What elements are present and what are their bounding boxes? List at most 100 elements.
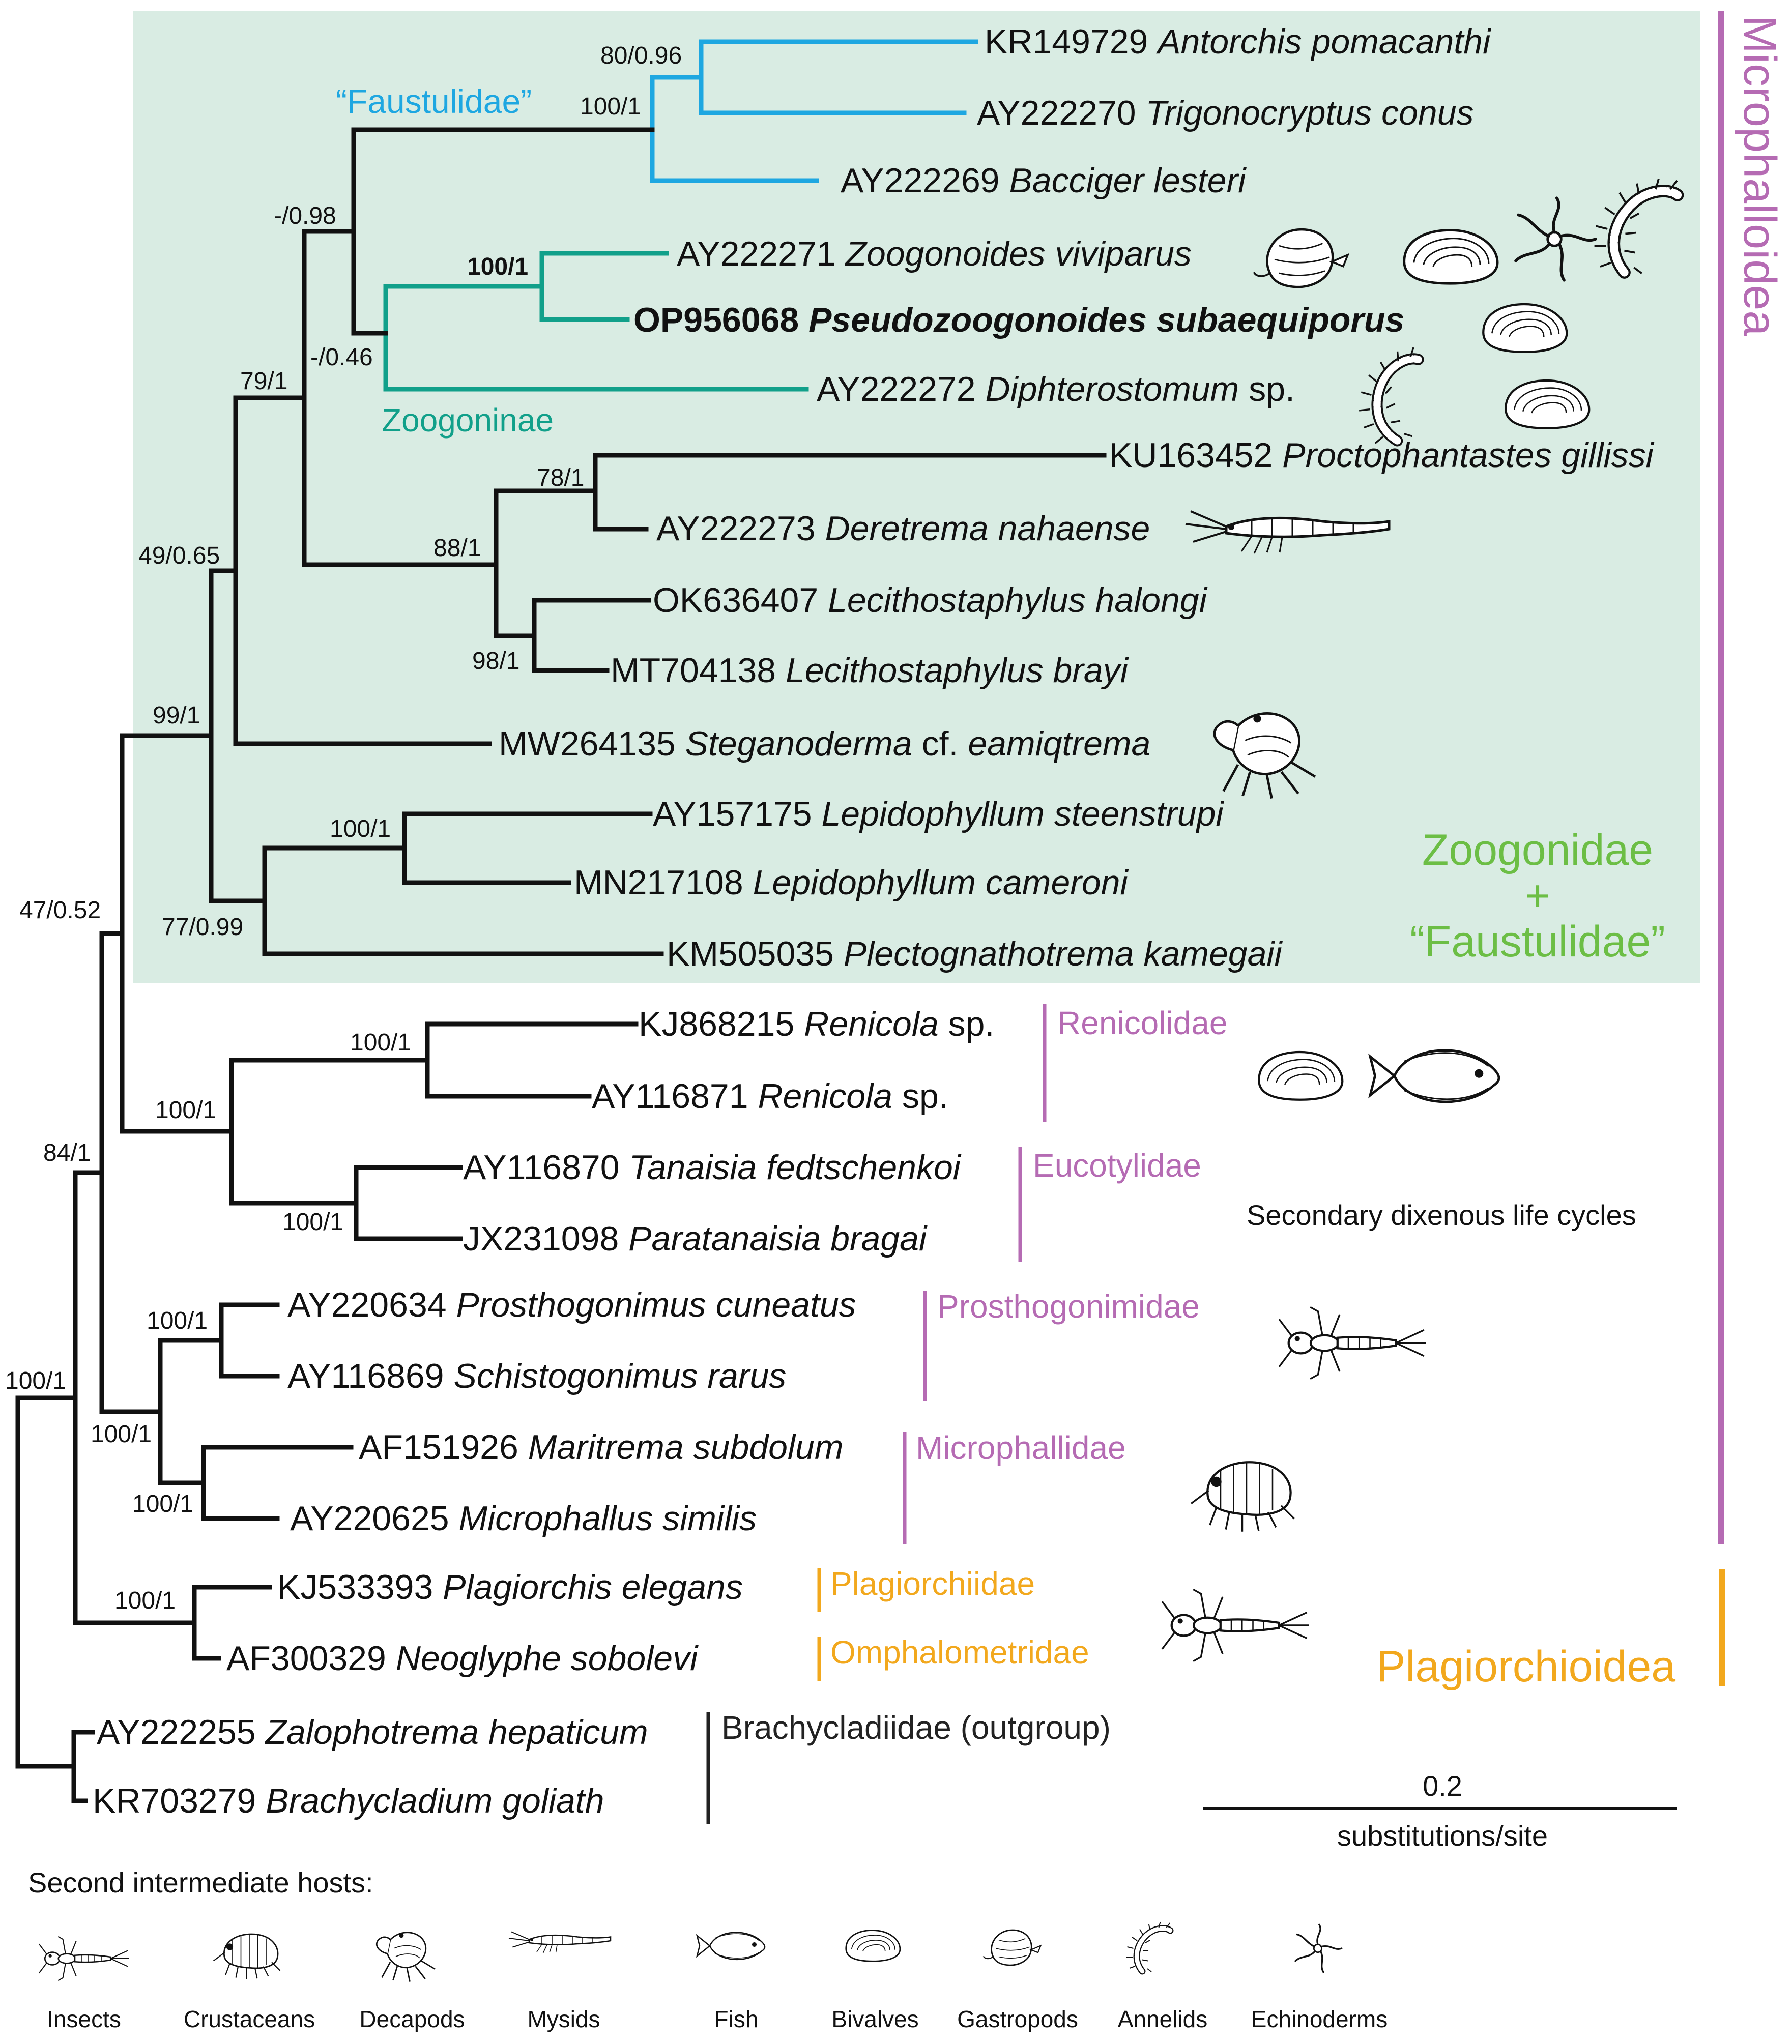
- support-value: 100/1: [5, 1367, 66, 1394]
- legend-label: Crustaceans: [184, 2006, 315, 2032]
- bivalve-icon: [1506, 381, 1589, 428]
- gastropod-icon: [982, 1929, 1042, 1966]
- taxon-label: KU163452 Proctophantastes gillissi: [1109, 436, 1655, 475]
- taxon-label: KR703279 Brachycladium goliath: [93, 1782, 604, 1820]
- insect-icon: [1279, 1307, 1426, 1379]
- legend-label: Annelids: [1118, 2006, 1207, 2032]
- taxon-label: AF300329 Neoglyphe sobolevi: [226, 1639, 699, 1678]
- family-label-plagiorchiidae: Plagiorchiidae: [830, 1565, 1035, 1602]
- insect-icon: [38, 1936, 130, 1981]
- support-value: 47/0.52: [19, 897, 101, 924]
- support-value: 100/1: [467, 253, 528, 280]
- family-label-microphallidae: Microphallidae: [916, 1429, 1126, 1466]
- taxon-label: AY220625 Microphallus similis: [290, 1499, 757, 1538]
- support-value: 80/0.96: [600, 42, 682, 69]
- tip-labels: KR149729 Antorchis pomacanthi AY222270 T…: [93, 22, 1655, 1820]
- support-value: 100/1: [282, 1209, 343, 1236]
- crustacean-icon: [1191, 1462, 1294, 1531]
- crustacean-icon: [213, 1933, 281, 1980]
- taxon-label: AY222272 Diphterostomum sp.: [817, 370, 1295, 408]
- family-label-prosthogonimidae: Prosthogonimidae: [937, 1288, 1200, 1325]
- taxon-label: AY222270 Trigonocryptus conus: [977, 94, 1474, 132]
- mysid-icon: [508, 1931, 612, 1954]
- clade-label-zoogoninae: Zoogoninae: [382, 402, 554, 439]
- taxon-label: KJ533393 Plagiorchis elegans: [277, 1568, 743, 1607]
- clade-label-microphalloidea: Microphalloidea: [1734, 15, 1785, 336]
- taxon-label: JX231098 Paratanaisia bragai: [463, 1219, 928, 1258]
- support-value: 88/1: [433, 535, 481, 562]
- support-value: 100/1: [350, 1029, 411, 1056]
- legend-title: Second intermediate hosts:: [28, 1866, 373, 1899]
- support-value: 98/1: [472, 648, 519, 675]
- legend-label: Fish: [714, 2006, 759, 2032]
- taxon-label: MN217108 Lepidophyllum cameroni: [574, 863, 1129, 902]
- annelid-icon: [1126, 1922, 1170, 1972]
- zoogonidae-highlight-box: [133, 11, 1700, 983]
- support-value: 100/1: [580, 93, 641, 120]
- taxon-label: AY222271 Zoogonoides viviparus: [677, 235, 1192, 273]
- family-label-eucotylidae: Eucotylidae: [1033, 1147, 1201, 1184]
- taxon-label: OK636407 Lecithostaphylus halongi: [653, 581, 1208, 620]
- support-value: 100/1: [330, 815, 391, 842]
- support-value: 100/1: [155, 1097, 216, 1124]
- fish-icon: [696, 1932, 766, 1961]
- clade-label-faustulidae: “Faustulidae”: [336, 82, 532, 120]
- taxon-label: KM505035 Plectognathotrema kamegaii: [667, 935, 1283, 973]
- support-value: 100/1: [132, 1491, 193, 1517]
- fish-icon: [1370, 1050, 1499, 1102]
- taxon-label: AY222269 Bacciger lesteri: [841, 161, 1247, 200]
- taxon-label: AF151926 Maritrema subdolum: [359, 1428, 844, 1467]
- support-value: 99/1: [153, 702, 200, 729]
- taxon-label: AY116871 Renicola sp.: [592, 1077, 948, 1116]
- support-value: 49/0.65: [138, 542, 220, 569]
- support-value: 84/1: [43, 1140, 91, 1166]
- bivalve-icon: [1404, 230, 1497, 283]
- taxon-label: AY116869 Schistogonimus rarus: [287, 1357, 786, 1395]
- taxon-label: AY116870 Tanaisia fedtschenkoi: [463, 1148, 962, 1187]
- clade-label-plagiorchioidea: Plagiorchioidea: [1376, 1642, 1675, 1691]
- legend-label: Bivalves: [831, 2006, 918, 2032]
- decapod-icon: [375, 1932, 436, 1982]
- taxon-label: MT704138 Lecithostaphylus brayi: [611, 651, 1129, 690]
- taxon-label: AY222255 Zalophotrema hepaticum: [97, 1713, 648, 1751]
- scale-bar-value: 0.2: [1423, 1770, 1462, 1802]
- taxon-label-focal: OP956068 Pseudozoogonoides subaequiporus: [633, 301, 1404, 339]
- support-value: 100/1: [114, 1587, 176, 1614]
- taxon-label: KR149729 Antorchis pomacanthi: [985, 22, 1491, 61]
- support-value: -/0.46: [310, 344, 373, 371]
- zoogonidae-line2: +: [1525, 871, 1550, 920]
- support-value: 100/1: [147, 1307, 208, 1334]
- bivalve-icon: [1483, 304, 1567, 352]
- scale-bar-unit: substitutions/site: [1337, 1820, 1548, 1852]
- family-label-brachycladiidae: Brachycladiidae (outgroup): [721, 1709, 1111, 1746]
- echinoderm-icon: [1294, 1923, 1343, 1973]
- clade-label-zoogonidae: Zoogonidae + “Faustulidae”: [1410, 826, 1665, 966]
- tree-branches: [15, 39, 1107, 1803]
- scale-bar: 0.2 substitutions/site: [1203, 1770, 1677, 1852]
- taxon-label: AY157175 Lepidophyllum steenstrupi: [653, 795, 1224, 833]
- support-value: 77/0.99: [162, 914, 243, 941]
- taxon-label: AY220634 Prosthogonimus cuneatus: [287, 1286, 856, 1324]
- support-value: -/0.98: [274, 202, 336, 229]
- bivalve-icon: [1259, 1052, 1342, 1100]
- bivalve-icon: [845, 1930, 901, 1962]
- legend-label: Gastropods: [957, 2006, 1078, 2032]
- taxon-label: MW264135 Steganoderma cf. eamiqtrema: [499, 724, 1150, 763]
- insect-icon: [1162, 1589, 1309, 1661]
- family-label-omphalometridae: Omphalometridae: [830, 1634, 1089, 1671]
- support-values: 80/0.96 100/1 -/0.98 100/1 -/0.46 79/1 7…: [5, 42, 682, 1614]
- support-value: 78/1: [537, 464, 584, 491]
- host-legend: Second intermediate hosts: Insects Crust…: [28, 1866, 1388, 2032]
- legend-label: Mysids: [527, 2006, 600, 2032]
- zoogonidae-line3: “Faustulidae”: [1410, 917, 1665, 966]
- taxon-label: KJ868215 Renicola sp.: [639, 1005, 994, 1043]
- legend-label: Insects: [47, 2006, 121, 2032]
- legend-label: Echinoderms: [1251, 2006, 1388, 2032]
- legend-label: Decapods: [359, 2006, 465, 2032]
- taxon-label: AY222273 Deretrema nahaense: [656, 509, 1150, 548]
- support-value: 100/1: [91, 1421, 152, 1448]
- family-label-renicolidae: Renicolidae: [1057, 1005, 1227, 1041]
- family-brackets: [706, 1004, 1047, 1824]
- zoogonidae-line1: Zoogonidae: [1422, 826, 1653, 874]
